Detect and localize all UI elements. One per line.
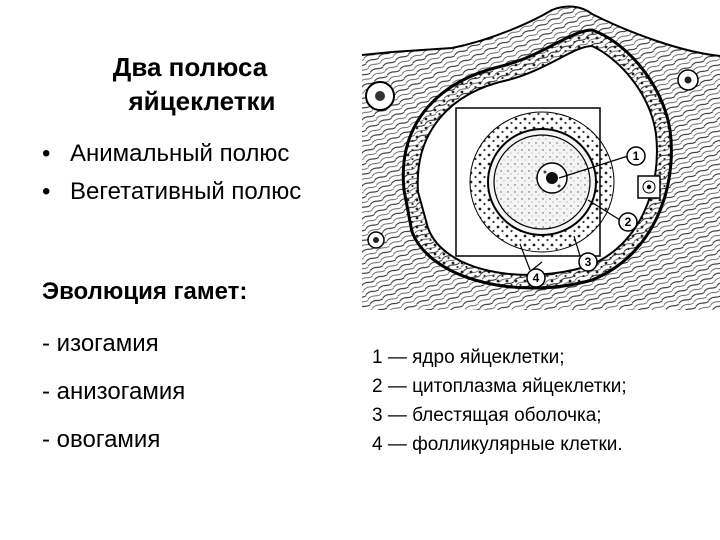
callout-4: 4 [526,268,546,288]
pole-animal: Анимальный полюс [42,135,301,173]
legend-item-3: 3 — блестящая оболочка; [372,405,602,426]
callout-leaders [519,155,629,271]
title-line-2: яйцеклетки [128,86,276,116]
evolution-item-oogamy: овогамия [42,416,185,464]
svg-text:4: 4 [533,271,540,285]
evolution-item-anisogamy: анизогамия [42,368,186,416]
legend-item-1: 1 — ядро яйцеклетки; [372,347,565,368]
title-line-1: Два полюса [112,52,268,82]
evolution-list: изогамия анизогамия овогамия [42,320,186,464]
figure-legend: 1 — ядро яйцеклетки; 2 — цитоплазма яйце… [372,343,627,459]
svg-text:2: 2 [625,215,632,229]
svg-text:1: 1 [633,149,640,163]
svg-text:3: 3 [585,255,592,269]
callout-1: 1 [626,146,646,166]
legend-item-2: 2 — цитоплазма яйцеклетки; [372,376,627,397]
callout-2: 2 [618,212,638,232]
legend-item-4: 4 — фолликулярные клетки. [372,434,623,455]
follicle-drawing: 1 2 3 4 [361,5,720,310]
pole-vegetative: Вегетативный полюс [42,173,301,211]
slide-title: Два полюса яйцеклетки [70,50,310,118]
zoom-frame [455,107,601,257]
evolution-heading: Эволюция гамет: [42,278,248,305]
follicle-illustration: 1 2 3 4 [352,0,720,310]
evolution-item-isogamy: изогамия [42,320,185,368]
poles-list: Анимальный полюс Вегетативный полюс [42,135,301,211]
callout-3: 3 [578,252,598,272]
